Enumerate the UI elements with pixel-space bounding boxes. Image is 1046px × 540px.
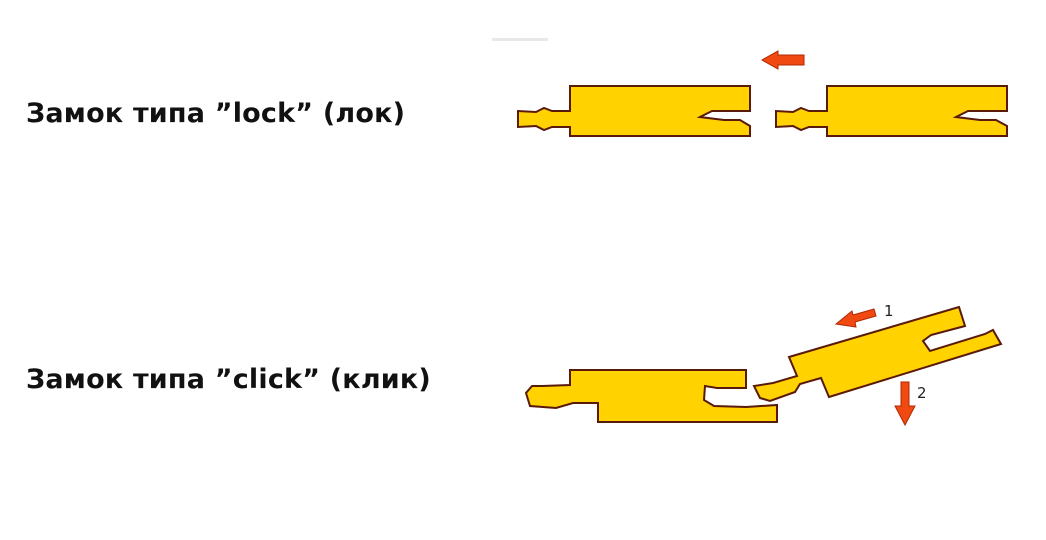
- lock-type-label: Замок типа ”lock” (лок): [26, 98, 406, 129]
- click-board-tilted: [752, 305, 1003, 403]
- lock-board-right: [775, 85, 1008, 137]
- click-step1-arrow: [834, 308, 877, 328]
- click-type-label: Замок типа ”click” (клик): [26, 364, 431, 395]
- lock-direction-arrow: [760, 50, 805, 70]
- click-board-left: [524, 369, 778, 423]
- click-step2-label: 2: [917, 384, 927, 402]
- click-step2-arrow: [894, 381, 916, 427]
- click-step1-label: 1: [884, 302, 894, 320]
- lock-board-left: [517, 85, 751, 137]
- faint-mark: [492, 38, 548, 41]
